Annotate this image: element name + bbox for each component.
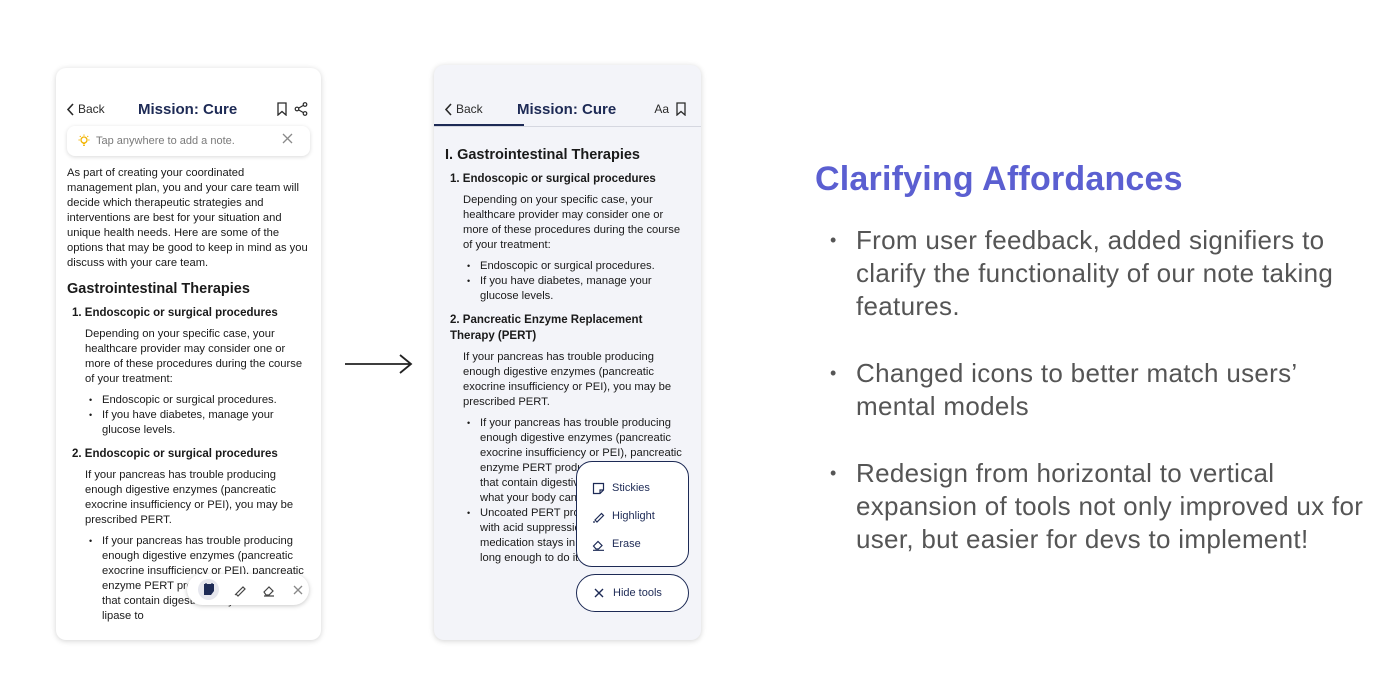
sticky-note-icon xyxy=(203,583,214,595)
highlight-button[interactable]: Highlight xyxy=(592,502,688,530)
stickies-button[interactable]: Stickies xyxy=(592,474,688,502)
page-title: Mission: Cure xyxy=(138,100,238,118)
item-paragraph: Depending on your specific case, your he… xyxy=(463,194,681,251)
text-size-button[interactable]: Aa xyxy=(654,102,669,116)
close-icon xyxy=(594,588,604,598)
highlighter-button[interactable] xyxy=(231,581,248,598)
nav-actions xyxy=(276,102,308,116)
bullet-list: Endoscopic or surgical procedures. If yo… xyxy=(445,259,689,304)
vertical-tools-menu: Stickies Highlight Erase xyxy=(576,461,689,567)
chevron-left-icon xyxy=(66,102,74,116)
item-paragraph: Depending on your specific case, your he… xyxy=(85,328,303,385)
panel-bullet: Redesign from horizontal to vertical exp… xyxy=(830,457,1370,556)
item-paragraph: If your pancreas has trouble producing e… xyxy=(463,351,672,408)
share-icon[interactable] xyxy=(294,102,308,116)
bookmark-icon[interactable] xyxy=(675,102,687,116)
back-button[interactable]: Back xyxy=(444,102,483,116)
article-content: As part of creating your coordinated man… xyxy=(67,166,309,624)
nav-divider xyxy=(434,126,701,127)
eraser-button[interactable] xyxy=(260,581,277,598)
item-heading: 2. Endoscopic or surgical procedures xyxy=(72,448,278,460)
top-nav: Back Mission: Cure xyxy=(56,94,321,124)
highlight-label: Highlight xyxy=(612,510,655,522)
before-phone-screen: Back Mission: Cure Tap anywhere to add a… xyxy=(56,68,321,640)
nav-actions: Aa xyxy=(654,102,687,116)
panel-bullet: From user feedback, added signifiers to … xyxy=(830,224,1370,323)
sticky-note-button[interactable] xyxy=(198,579,219,600)
lightbulb-icon xyxy=(78,134,90,146)
sticky-note-icon xyxy=(592,482,605,494)
top-nav: Back Mission: Cure Aa xyxy=(434,94,701,124)
chevron-left-icon xyxy=(444,102,452,116)
section-heading: I. Gastrointestinal Therapies xyxy=(445,147,640,163)
section-heading: Gastrointestinal Therapies xyxy=(67,281,250,297)
tip-text: Tap anywhere to add a note. xyxy=(96,135,235,147)
horizontal-toolbar xyxy=(187,574,309,605)
back-label: Back xyxy=(78,102,105,116)
back-button[interactable]: Back xyxy=(66,102,105,116)
back-label: Back xyxy=(456,102,483,116)
stickies-label: Stickies xyxy=(612,482,650,494)
item-heading: 2. Pancreatic Enzyme Replacement Therapy… xyxy=(450,314,643,342)
list-item: If you have diabetes, manage your glucos… xyxy=(467,274,689,304)
panel-bullet-list: From user feedback, added signifiers to … xyxy=(830,224,1370,590)
note-tip-banner: Tap anywhere to add a note. xyxy=(67,126,310,156)
eraser-icon xyxy=(592,540,604,551)
panel-title: Clarifying Affordances xyxy=(815,160,1183,198)
highlighter-icon xyxy=(234,585,246,597)
arrow-right-icon xyxy=(345,354,413,374)
erase-label: Erase xyxy=(612,538,641,550)
item-heading: 1. Endoscopic or surgical procedures xyxy=(450,173,656,185)
item-paragraph: If your pancreas has trouble producing e… xyxy=(85,469,294,526)
list-item: If you have diabetes, manage your glucos… xyxy=(89,408,309,438)
page-title: Mission: Cure xyxy=(517,100,617,118)
item-heading: 1. Endoscopic or surgical procedures xyxy=(72,307,278,319)
list-item: Endoscopic or surgical procedures. xyxy=(89,393,309,408)
bullet-list: Endoscopic or surgical procedures. If yo… xyxy=(67,393,309,438)
after-phone-screen: Back Mission: Cure Aa I. Gastrointestina… xyxy=(434,65,701,640)
close-toolbar-button[interactable] xyxy=(289,581,306,598)
hide-tools-label: Hide tools xyxy=(613,587,662,599)
erase-button[interactable]: Erase xyxy=(592,530,688,558)
panel-bullet: Changed icons to better match users’ men… xyxy=(830,357,1370,423)
bookmark-icon[interactable] xyxy=(276,102,288,116)
eraser-icon xyxy=(262,585,274,597)
close-icon[interactable] xyxy=(282,133,293,144)
close-icon xyxy=(293,585,302,594)
nav-active-indicator xyxy=(434,124,524,126)
list-item: Endoscopic or surgical procedures. xyxy=(467,259,689,274)
highlighter-icon xyxy=(593,512,605,523)
hide-tools-button[interactable]: Hide tools xyxy=(576,574,689,612)
intro-paragraph: As part of creating your coordinated man… xyxy=(67,167,308,269)
